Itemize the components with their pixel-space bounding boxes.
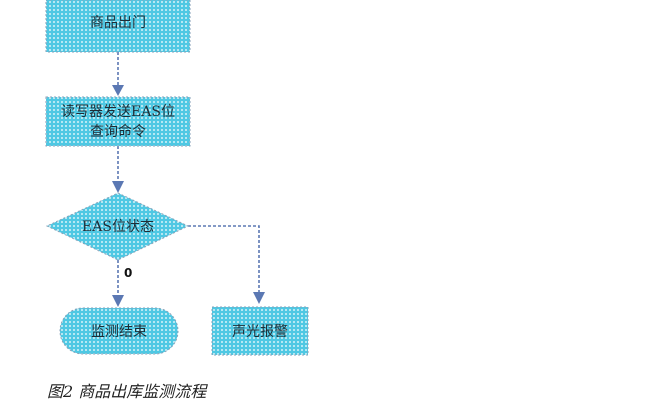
connectors [117,52,260,297]
arrow-head-status-to-alarm [253,292,265,304]
node-eas-status: EAS位状态 [45,192,190,261]
arrow-head-status-to-end [112,295,124,307]
node-eas-status-diamond [45,192,190,261]
node-alarm: 声光报警 [211,306,309,356]
node-send-query-label-line2: 查询命令 [90,123,146,140]
node-monitor-end-box [59,307,179,355]
node-monitor-end: 监测结束 [59,307,179,355]
node-goods-exit-box [45,0,191,53]
branch-label-zero: 0 [124,266,132,280]
node-send-query-label-line1: 读写器发送EAS位 [61,103,175,120]
node-alarm-box [211,306,309,356]
arrow-heads [112,85,265,307]
node-goods-exit-label: 商品出门 [90,15,146,31]
node-send-query-box [45,96,191,147]
node-send-query: 读写器发送EAS位 查询命令 [45,96,191,147]
arrow-head-query-to-status [112,181,124,193]
node-goods-exit: 商品出门 [45,0,191,53]
arrow-head-exit-to-query [112,85,124,96]
node-eas-status-label: EAS位状态 [82,219,154,235]
connector-status-to-alarm [188,225,260,293]
node-monitor-end-label: 监测结束 [91,324,147,340]
figure-caption: 图2 商品出库监测流程 [47,382,207,401]
node-alarm-label: 声光报警 [232,324,288,340]
